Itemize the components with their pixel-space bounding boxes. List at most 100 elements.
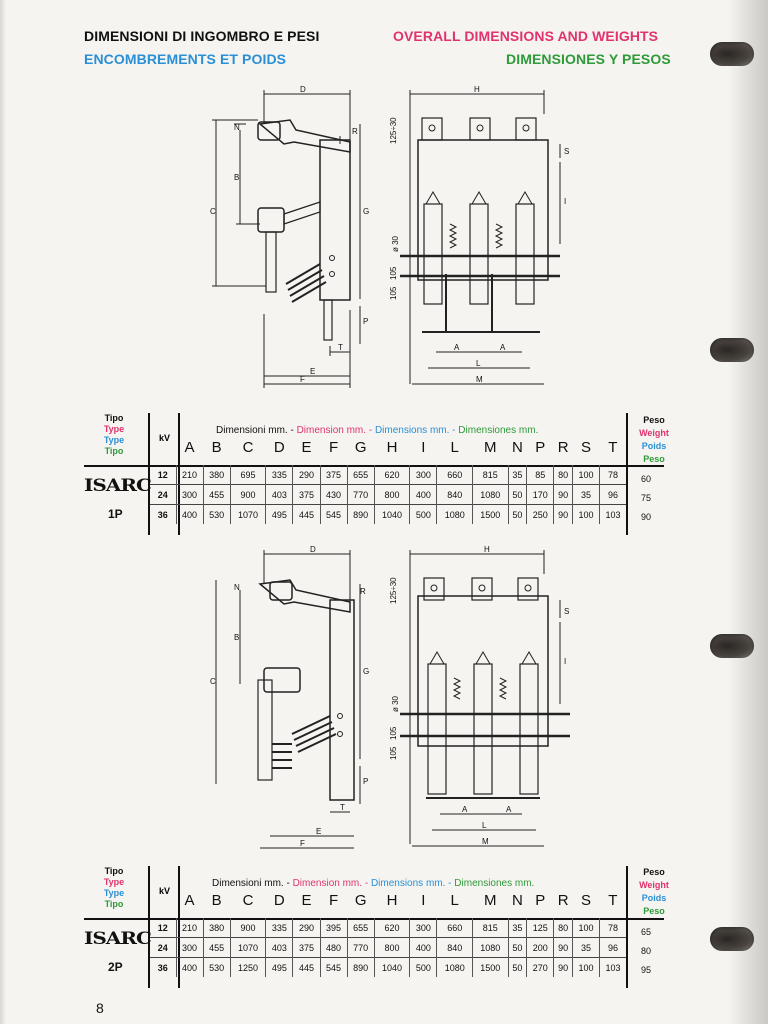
weight-row: 90: [628, 507, 664, 526]
peso-it: Peso: [643, 415, 665, 425]
header-gap: [150, 457, 626, 465]
dimension-cell-r: 80: [553, 465, 573, 485]
dimension-cell-r: 90: [553, 484, 573, 505]
dimension-cell-f: 480: [319, 937, 348, 958]
dimension-cell-d: 335: [265, 918, 293, 938]
dimension-cell-p: 85: [526, 465, 554, 485]
kv-header: kV: [159, 886, 171, 896]
isarc-logo-1: ISARC: [84, 474, 152, 496]
dim-title-1: Dimensioni mm. - Dimension mm. - Dimensi…: [216, 425, 538, 436]
title-french: ENCOMBREMENTS ET POIDS: [84, 51, 287, 67]
column-header-t: T: [608, 438, 618, 456]
dimension-cell-b: 380: [202, 465, 231, 485]
drawing-1p: D H C B N R G P T E F S I A A L M 125÷30…: [210, 85, 569, 388]
dimension-cell-h: 620: [373, 918, 410, 938]
dimension-cell-l: 1080: [436, 504, 473, 524]
dimension-cell-i: 300: [409, 918, 437, 938]
dimension-cell-n: 50: [507, 937, 527, 958]
dimension-cell-c: 900: [229, 918, 266, 938]
label-d: D: [300, 85, 306, 94]
pole-group: [400, 577, 570, 799]
label-type-en: Type: [103, 877, 125, 887]
column-header-t: T: [608, 891, 618, 909]
column-header-d: D: [273, 891, 285, 909]
label-105a: 105: [389, 726, 398, 740]
dimension-cell-a: 300: [175, 937, 204, 958]
kv-cell: 24: [157, 942, 168, 953]
column-header-s: S: [580, 438, 591, 456]
weight-row: 60: [628, 469, 664, 488]
dimension-cell-d: 495: [265, 504, 293, 524]
dimension-cell-b: 380: [202, 918, 231, 938]
column-header-n: N: [511, 891, 523, 909]
header-gap: [150, 910, 626, 918]
column-header-h: H: [386, 891, 398, 909]
dimension-cell-l: 1080: [436, 957, 473, 977]
kv-cell: 36: [157, 962, 168, 973]
dimension-cell-l: 840: [436, 937, 473, 958]
divider: [148, 866, 150, 988]
dimension-cell-t: 78: [599, 465, 626, 485]
dimension-cell-r: 90: [553, 957, 573, 977]
side-frame: [319, 139, 351, 301]
dimension-cell-h: 1040: [373, 504, 410, 524]
dimension-cell-e: 445: [292, 504, 321, 524]
weight-cell: 65: [640, 926, 651, 937]
label-105a: 105: [389, 266, 398, 280]
label-i: I: [564, 197, 566, 206]
kv-header: kV: [159, 433, 171, 443]
column-header-i: I: [421, 891, 426, 909]
dimension-cell-r: 80: [553, 918, 573, 938]
dimension-cell-m: 815: [472, 465, 509, 485]
variant-label-2p: 2P: [108, 960, 123, 974]
dimension-cell-m: 815: [472, 918, 509, 938]
binder-hole-4: [710, 927, 754, 951]
peso-es: Peso: [643, 906, 665, 916]
column-header-b: B: [211, 891, 222, 909]
label-c: C: [210, 207, 216, 216]
dimension-cell-e: 290: [292, 918, 321, 938]
label-m: M: [476, 375, 483, 384]
dimension-cell-t: 96: [599, 937, 626, 958]
column-header-n: N: [511, 438, 523, 456]
dimension-cell-a: 400: [175, 957, 204, 977]
label-n: N: [234, 583, 240, 592]
dimension-cell-t: 78: [599, 918, 626, 938]
dimension-cell-r: 90: [553, 504, 573, 524]
label-tipo-it: Tipo: [104, 866, 124, 876]
dimension-cell-s: 35: [571, 484, 600, 505]
dimension-cell-i: 400: [409, 937, 437, 958]
label-l: L: [476, 359, 481, 368]
peso-fr: Poids: [641, 441, 667, 451]
label-n: N: [234, 123, 240, 132]
dimension-cell-h: 800: [373, 484, 410, 505]
weight-row: 75: [628, 488, 664, 507]
dim-es: Dimensiones mm.: [458, 425, 539, 436]
kv-cell: 12: [157, 922, 168, 933]
type-labels-2: Tipo Type Type Tipo: [84, 866, 144, 910]
page-left-edge: [0, 0, 6, 1024]
label-e: E: [310, 367, 315, 376]
binder-hole-2: [710, 338, 754, 362]
column-header-f: F: [328, 438, 339, 456]
column-header-e: E: [301, 891, 312, 909]
dim-it: Dimensioni mm. -: [216, 425, 294, 436]
label-h: H: [474, 85, 480, 94]
dimension-cell-c: 900: [229, 484, 266, 505]
column-header-s: S: [580, 891, 591, 909]
dimension-cell-n: 50: [507, 504, 527, 524]
dimension-cell-a: 210: [175, 918, 204, 938]
label-a-2: A: [500, 343, 506, 352]
dimension-cell-h: 620: [373, 465, 410, 485]
weight-row: 65: [628, 922, 664, 941]
side-frame: [329, 599, 355, 801]
label-d: D: [310, 545, 316, 554]
peso-it: Peso: [643, 867, 665, 877]
variant-label-1p: 1P: [108, 507, 123, 521]
